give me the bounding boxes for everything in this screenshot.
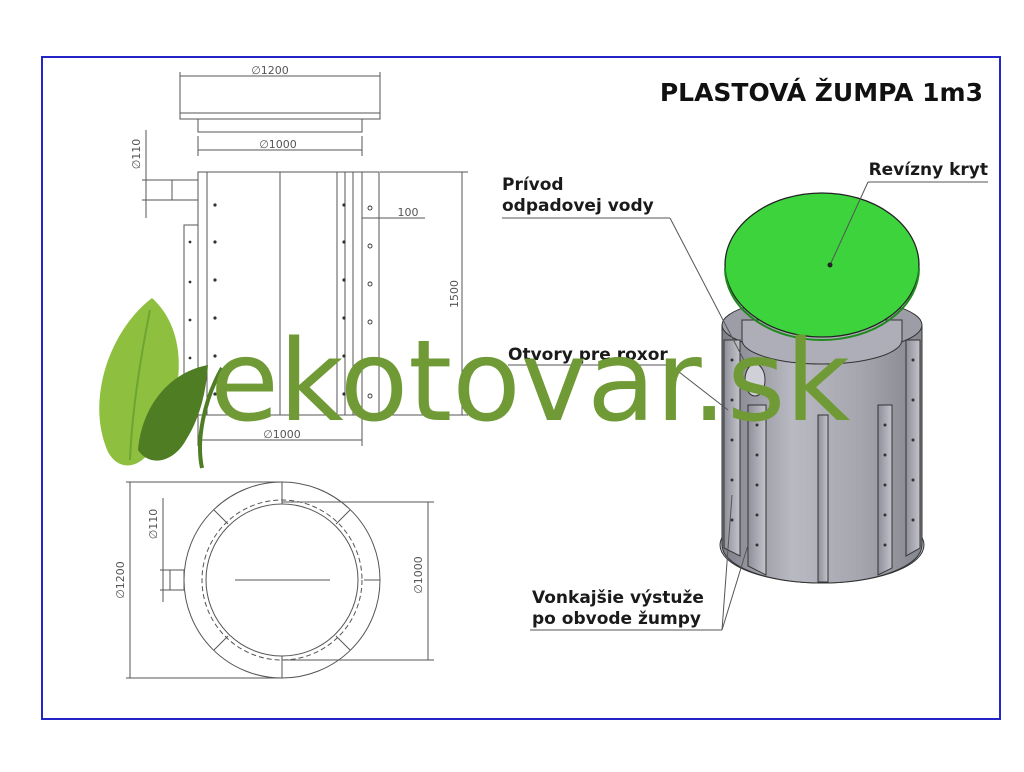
- cover-3d: [724, 192, 920, 338]
- rebar-holes-side: [188, 203, 346, 396]
- drawing-frame: [41, 56, 1001, 720]
- drawing-title: PLASTOVÁ ŽUMPA 1m3: [660, 78, 983, 107]
- callout-ribs-line1: Vonkajšie výstuže: [532, 588, 704, 608]
- dim-rib-depth: 100: [398, 206, 419, 219]
- tank-3d-view: [719, 192, 925, 584]
- callout-ribs-line2: po obvode žumpy: [532, 609, 701, 629]
- cover-leader-dot: [827, 262, 833, 268]
- side-elevation-view: [142, 72, 468, 446]
- dim-plan-outer: ∅1200: [114, 561, 127, 599]
- callout-rebar-holes: Otvory pre roxor: [508, 345, 668, 365]
- inlet-pipe-3d: [744, 363, 766, 397]
- callout-cover: Revízny kryt: [869, 160, 988, 180]
- watermark-brand: ekotovar.sk: [210, 317, 850, 447]
- plan-view: [126, 481, 434, 679]
- dim-cover-diameter: ∅1200: [251, 64, 289, 77]
- callout-inlet-line2: odpadovej vody: [502, 196, 654, 216]
- dim-inner-top: ∅1000: [259, 138, 297, 151]
- dim-inlet-pipe: ∅110: [130, 139, 143, 170]
- dim-plan-inlet: ∅110: [147, 509, 160, 540]
- rib-holes-3d: [730, 358, 915, 547]
- rebar-holes-rib: [367, 205, 373, 399]
- dim-bottom: ∅1000: [263, 428, 301, 441]
- callout-inlet-line1: Prívod: [502, 175, 564, 195]
- leader-lines: [502, 181, 988, 631]
- dim-height: 1500: [448, 280, 461, 308]
- dim-plan-inner: ∅1000: [412, 556, 425, 594]
- leaf-icon: [99, 298, 224, 469]
